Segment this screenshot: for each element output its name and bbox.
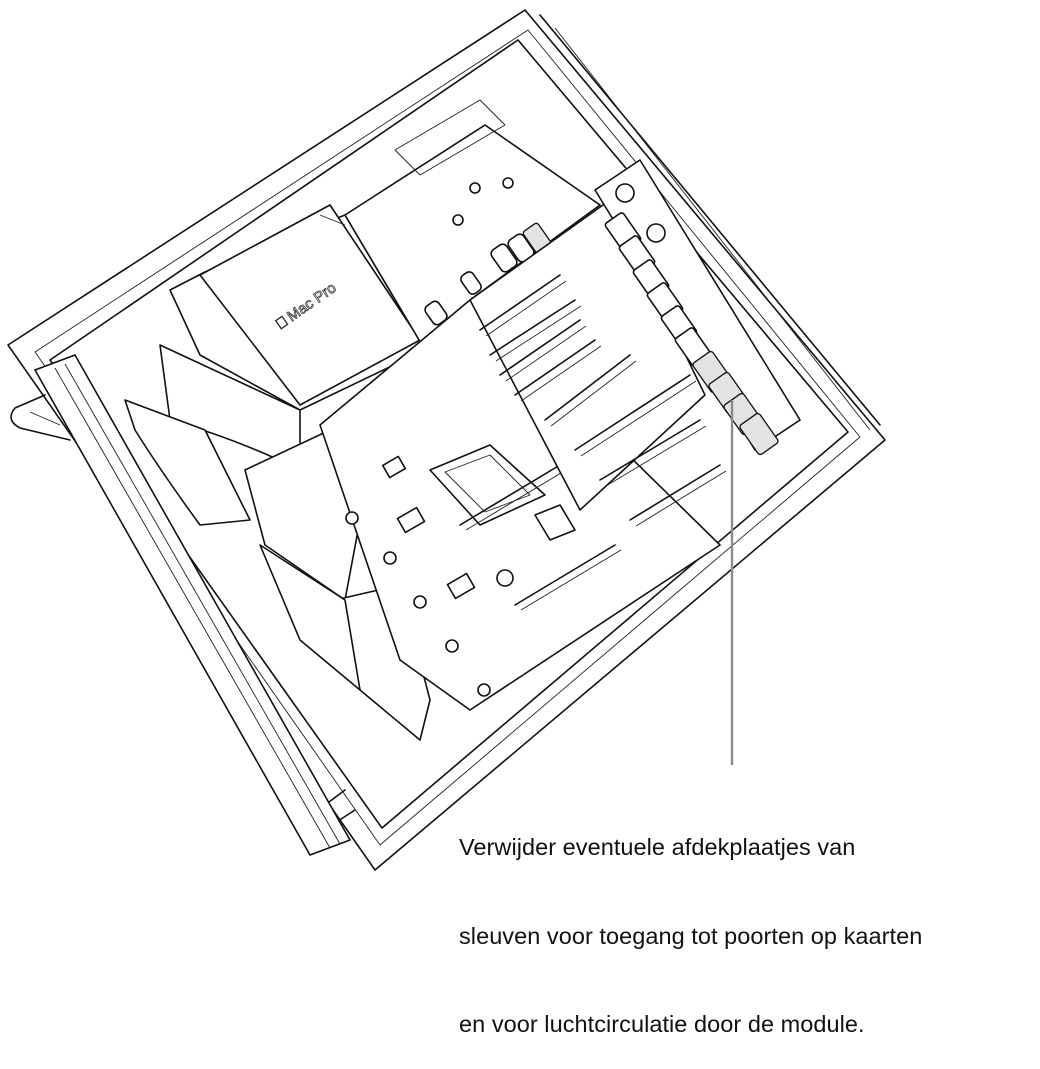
caption-line: en voor luchtcirculatie door de module. (459, 1011, 865, 1037)
caption-line: Verwijder eventuele afdekplaatjes van (459, 834, 856, 860)
pcie-slots (479, 274, 727, 527)
screws (345, 511, 491, 697)
top-io-area (344, 99, 601, 351)
callout-caption: Verwijder eventuele afdekplaatjes van sl… (459, 774, 922, 1069)
front-panel (34, 354, 351, 856)
thumbscrew-icon (615, 183, 635, 203)
handle-left (10, 394, 71, 441)
slot-covers[interactable] (692, 350, 779, 456)
slot-cover (739, 412, 779, 456)
thumbscrew-icon (646, 223, 666, 243)
caption-line: sleuven voor toegang tot poorten op kaar… (459, 922, 923, 949)
chip (534, 504, 576, 541)
open-slot-brackets (604, 212, 712, 367)
slot-brackets (594, 159, 801, 456)
mac-pro-illustration:  Mac Pro (7, 9, 886, 871)
cpu-socket (429, 444, 546, 526)
